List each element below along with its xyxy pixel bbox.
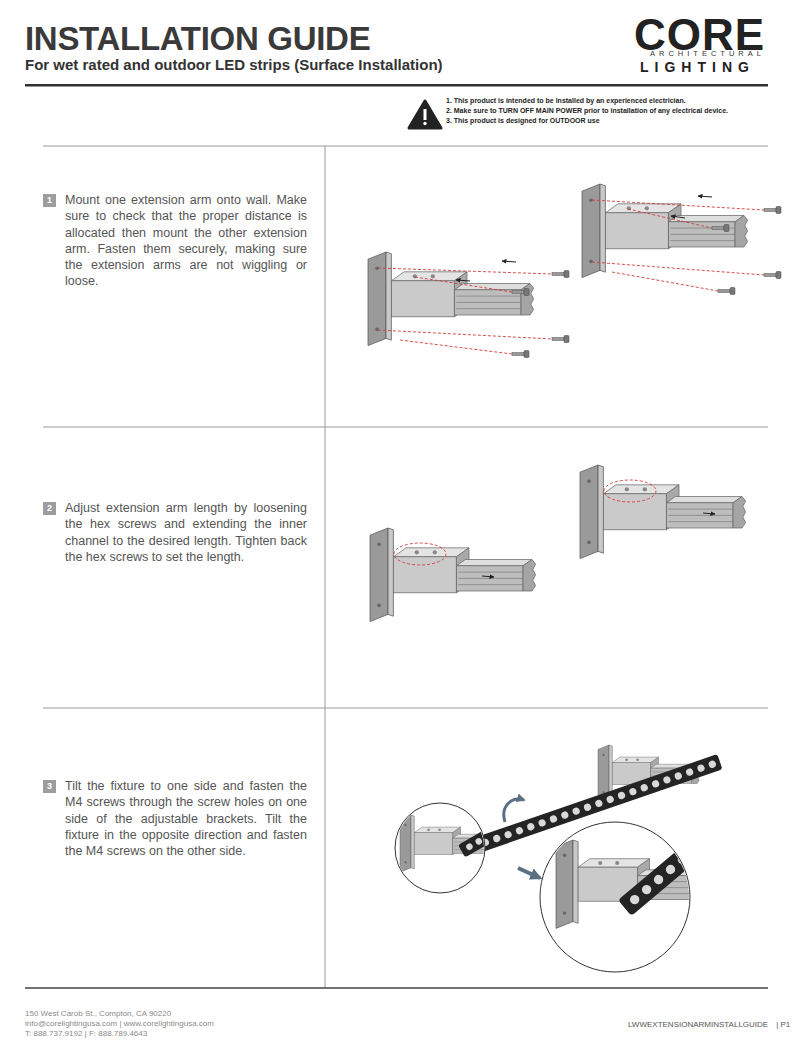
- illustration-part: [556, 840, 712, 928]
- illustration-part: [43, 427, 768, 428]
- illustration-part: [628, 209, 712, 228]
- illustration-part: [378, 330, 552, 339]
- illustration-part: [512, 351, 529, 358]
- table-rules: [25, 146, 768, 988]
- illustration-part: [43, 708, 768, 709]
- illustration-part: [400, 340, 512, 354]
- step-badge: 2: [43, 502, 56, 515]
- illustration-part: [552, 271, 569, 278]
- step-badge: 1: [43, 194, 56, 207]
- warning-note: 2. Make sure to TURN OFF MAIN POWER prio…: [446, 107, 728, 114]
- illustration-part: [325, 146, 326, 988]
- illustration-part: [424, 109, 427, 120]
- step1-illustration: [368, 184, 781, 358]
- step-text: Mount one extension arm onto wall. Make …: [65, 192, 307, 290]
- illustration-part: [482, 576, 494, 577]
- illustration-part: [456, 280, 470, 281]
- illustration-part: [409, 101, 441, 128]
- footer-address: 150 West Carob St., Compton, CA 90220: [25, 1010, 171, 1018]
- illustration-part: [368, 252, 534, 346]
- illustration-part: [592, 200, 764, 210]
- illustration-part: [580, 465, 746, 559]
- subtitle: For wet rated and outdoor LED strips (Su…: [25, 57, 443, 73]
- illustration-part: [415, 277, 512, 292]
- step2-illustration: [370, 465, 746, 622]
- illustration-part: [423, 122, 426, 125]
- logo-word: LIGHTING: [640, 60, 755, 75]
- illustration-part: [504, 799, 524, 822]
- illustration-part: [400, 815, 501, 872]
- illustration-part: [378, 268, 552, 274]
- step-text: Adjust extension arm length by loosening…: [65, 500, 307, 565]
- illustration-part: [556, 674, 808, 928]
- illustration-part: [25, 987, 768, 989]
- step-number: 1: [47, 196, 52, 205]
- step-number: 2: [47, 504, 52, 513]
- step3-illustration: [395, 674, 808, 972]
- illustration-part: [394, 543, 446, 565]
- page-title: INSTALLATION GUIDE: [25, 22, 370, 55]
- illustration-part: [502, 261, 516, 262]
- illustration-part: [618, 674, 808, 916]
- header-rule: [25, 84, 768, 87]
- illustration-part: [698, 196, 712, 197]
- footer-contact: T: 888.737.9192 | F: 888.789.4643: [25, 1030, 147, 1038]
- illustration-part: [764, 207, 781, 214]
- step-badge: 3: [43, 780, 56, 793]
- illustration-part: [518, 868, 540, 878]
- illustration-part: [370, 528, 536, 622]
- illustration-part: [612, 272, 718, 291]
- step-number: 3: [47, 782, 52, 791]
- footer-contact: info@corelightingusa.com | www.corelight…: [25, 1020, 214, 1028]
- illustration-part: [582, 184, 748, 278]
- illustration-part: [43, 146, 768, 147]
- document-code: LWWEXTENSIONARMINSTALLGUIDE: [628, 1021, 768, 1029]
- illustration-part: [378, 200, 764, 354]
- illustration-part: [764, 272, 781, 279]
- illustration-part: [512, 289, 529, 296]
- warning-note: 3. This product is designed for OUTDOOR …: [446, 117, 600, 124]
- illustration-part: [712, 225, 729, 232]
- illustration-part: [671, 216, 685, 218]
- illustration-part: [552, 336, 569, 343]
- logo-subtitle: ARCHITECTURAL: [650, 50, 765, 58]
- page-number: | P1: [776, 1021, 790, 1029]
- warning-icon: [409, 101, 441, 128]
- illustration-part: [718, 288, 735, 295]
- step-text: Tilt the fixture to one side and fasten …: [65, 778, 307, 859]
- warning-note: 1. This product is intended to be instal…: [446, 97, 686, 104]
- illustration-part: [604, 480, 656, 502]
- illustration-part: [703, 513, 715, 514]
